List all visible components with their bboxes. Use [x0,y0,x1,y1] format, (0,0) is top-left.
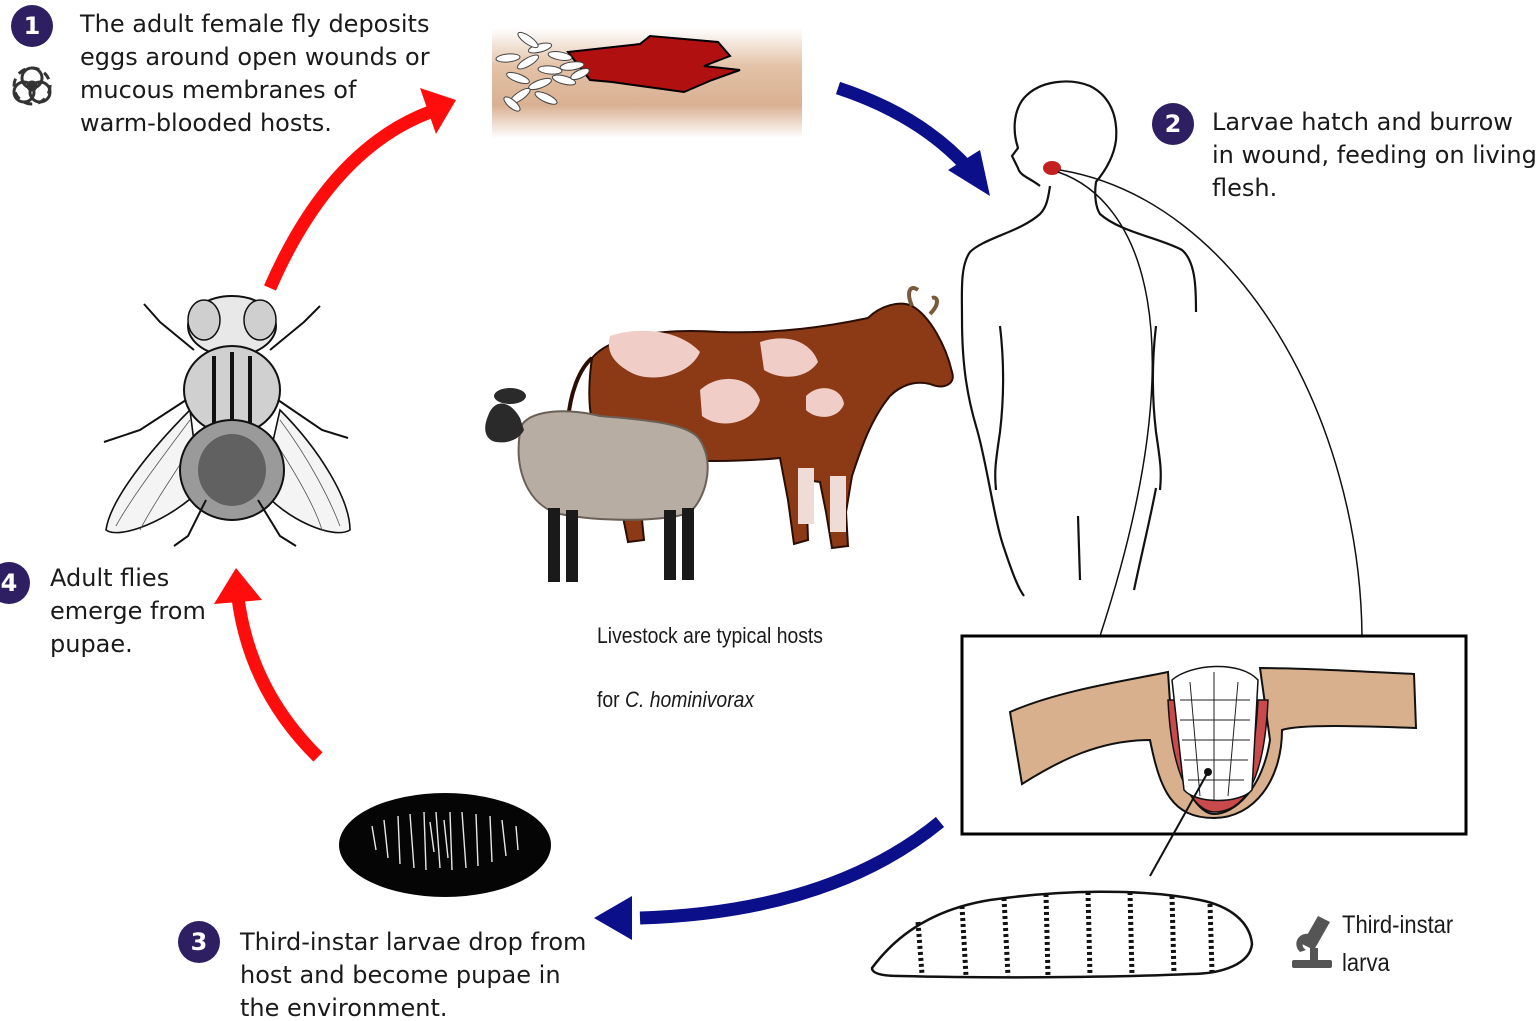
human-host-outline [962,82,1196,596]
microscope-icon [1292,916,1332,968]
adult-fly-illustration [104,296,350,546]
larva-illustration [872,892,1252,978]
eggs-on-wound-illustration [492,28,802,138]
livestock-caption-line1: Livestock are typical hosts [597,623,823,648]
livestock-caption-prefix: for [597,687,625,712]
step-3-badge: 3 [178,921,220,963]
blue-arrow-to-pupa [594,822,940,940]
step-2-badge: 2 [1152,103,1194,145]
step-1-text: The adult female fly deposits eggs aroun… [80,8,430,140]
wound-on-neck [1043,161,1061,175]
step-1-badge: 1 [11,5,53,47]
larva-caption: Third-instar larva [1342,906,1453,982]
livestock-caption: Livestock are typical hosts for C. homin… [597,588,823,716]
step-3-text: Third-instar larvae drop from host and b… [240,926,586,1021]
step-4-text: Adult flies emerge from pupae. [50,562,206,661]
blue-arrow-to-human [838,88,990,196]
red-arrow-to-fly [214,568,318,757]
wound-cross-section [962,636,1466,876]
zoom-lines [1058,170,1362,636]
species-name: C. hominivorax [625,687,754,712]
pupa-illustration [339,793,551,897]
step-2-text: Larvae hatch and burrow in wound, feedin… [1212,106,1537,205]
biohazard-icon [14,68,50,104]
